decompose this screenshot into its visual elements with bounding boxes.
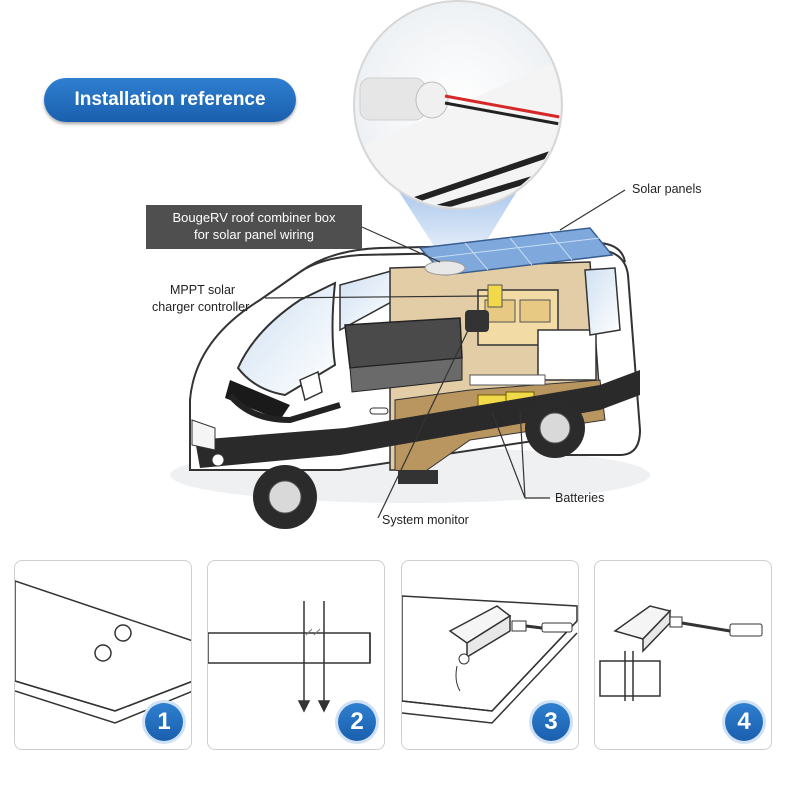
step-1-panel: 1 bbox=[14, 560, 192, 750]
step-3-panel: 3 bbox=[401, 560, 579, 750]
step-3-number: 3 bbox=[532, 703, 570, 741]
step-2-number: 2 bbox=[338, 703, 376, 741]
combiner-box-callout: BougeRV roof combiner box for solar pane… bbox=[146, 205, 362, 249]
zoom-detail-circle bbox=[353, 0, 563, 210]
step-4-number: 4 bbox=[725, 703, 763, 741]
van-body bbox=[170, 241, 650, 529]
combiner-box-label-line2: for solar panel wiring bbox=[194, 227, 314, 242]
batteries-label: Batteries bbox=[555, 491, 605, 505]
installation-reference-badge: Installation reference bbox=[44, 78, 296, 122]
leader-lines bbox=[264, 189, 626, 519]
step-4-illustration bbox=[599, 605, 763, 701]
rear-wheel bbox=[525, 398, 585, 458]
solar-panel-array bbox=[418, 227, 614, 276]
step-4-panel: 4 bbox=[594, 560, 772, 750]
mppt-label-line1: MPPT solar bbox=[170, 283, 236, 297]
combiner-box-label-line1: BougeRV roof combiner box bbox=[172, 210, 336, 225]
van-illustration bbox=[170, 0, 650, 529]
step-1-illustration bbox=[15, 580, 191, 724]
step-2-illustration bbox=[208, 601, 371, 713]
system-monitor-label: System monitor bbox=[382, 513, 469, 527]
step-3-illustration bbox=[402, 595, 578, 724]
mppt-callout: MPPT solar charger controller bbox=[152, 282, 249, 316]
solar-panels-label: Solar panels bbox=[632, 182, 702, 196]
front-wheel bbox=[253, 465, 317, 529]
mppt-label-line2: charger controller bbox=[152, 300, 250, 314]
step-1-number: 1 bbox=[145, 703, 183, 741]
step-2-panel: 2 bbox=[207, 560, 385, 750]
